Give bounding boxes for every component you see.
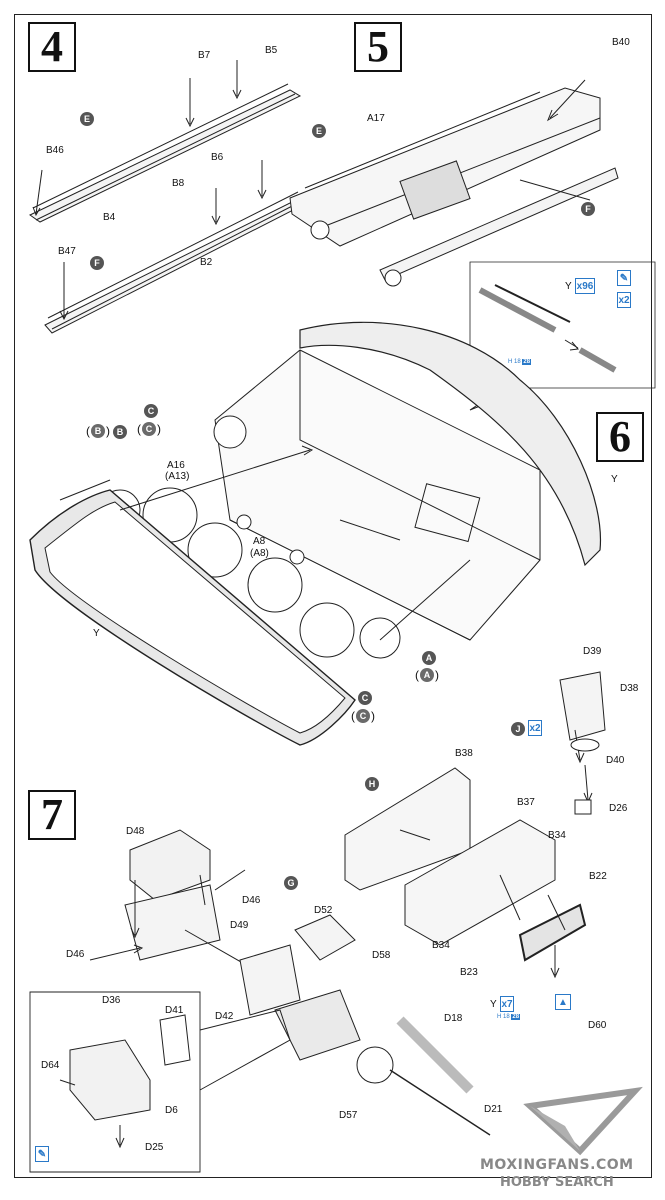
label-D25: D25 [145, 1142, 164, 1153]
label-D42: D42 [215, 1011, 234, 1022]
label-B2: B2 [200, 257, 213, 268]
label-A16: A16 [167, 460, 185, 471]
watermark-logo-icon [523, 1086, 643, 1156]
label-D26: D26 [609, 803, 628, 814]
label-D46-right: D46 [242, 895, 261, 906]
tree-H-marker: H [365, 777, 379, 791]
label-B38: B38 [455, 748, 473, 759]
cement-icon: ✎ [617, 270, 631, 286]
label-Y-callout: Y [565, 281, 572, 292]
tree-J-marker: J [511, 722, 525, 736]
multiplier-x2-cement: x2 [617, 292, 631, 308]
tree-C-paren-2: (C) [351, 709, 375, 723]
step-6-box: 6 [596, 412, 644, 462]
watermark-subtext: HOBBY SEARCH [500, 1175, 614, 1190]
label-B37: B37 [517, 797, 535, 808]
label-D58: D58 [372, 950, 391, 961]
tree-A-marker: A [422, 651, 436, 665]
tree-C-marker: C [144, 404, 158, 418]
ref-tag-step6: H 18 28 [508, 359, 532, 365]
label-B34-left: B34 [432, 940, 450, 951]
label-Y-far-track: Y [611, 474, 618, 485]
tree-B-paren: (B) [86, 424, 110, 438]
label-D39: D39 [583, 646, 602, 657]
label-D38: D38 [620, 683, 639, 694]
page-frame [14, 14, 652, 1178]
tree-F-marker-2: F [581, 202, 595, 216]
label-D64: D64 [41, 1060, 60, 1071]
label-D18: D18 [444, 1013, 463, 1024]
label-A13: (A13) [165, 471, 190, 482]
multiplier-x7: x7 [500, 996, 514, 1012]
tree-B-marker-paren: B [91, 424, 105, 438]
tree-E-marker: E [80, 112, 94, 126]
step-7-box: 7 [28, 790, 76, 840]
label-D21: D21 [484, 1104, 503, 1115]
tree-G-marker: G [284, 876, 298, 890]
label-D57: D57 [339, 1110, 358, 1121]
watermark-text: MOXINGFANS.COM [480, 1157, 634, 1173]
tree-F-marker: F [90, 256, 104, 270]
label-A8: A8 [253, 536, 266, 547]
tree-C-paren: (C) [137, 422, 161, 436]
label-D49: D49 [230, 920, 249, 931]
ref-tag-step7: H 18 28 [497, 1014, 521, 1020]
label-B8: B8 [172, 178, 185, 189]
label-A8-paren: (A8) [250, 548, 269, 559]
label-B40: B40 [612, 37, 630, 48]
tree-B-marker: B [113, 425, 127, 439]
label-B6: B6 [211, 152, 224, 163]
tree-C-marker-paren: C [142, 422, 156, 436]
multiplier-x96: x96 [575, 278, 595, 294]
label-D41: D41 [165, 1005, 184, 1016]
tree-E-marker-2: E [312, 124, 326, 138]
label-D6: D6 [165, 1105, 178, 1116]
glue-icon: ▲ [555, 994, 571, 1010]
step-4-box: 4 [28, 22, 76, 72]
label-A17: A17 [367, 113, 385, 124]
cement-icon-2: ✎ [35, 1146, 49, 1162]
label-Y-step7: Y [490, 999, 497, 1010]
label-B23: B23 [460, 967, 478, 978]
label-B46: B46 [46, 145, 64, 156]
tree-A-marker-paren: A [420, 668, 434, 682]
tree-A-paren: (A) [415, 668, 439, 682]
label-B22: B22 [589, 871, 607, 882]
label-D52: D52 [314, 905, 333, 916]
label-Y-near-track: Y [93, 628, 100, 639]
label-D46-left: D46 [66, 949, 85, 960]
label-D60: D60 [588, 1020, 607, 1031]
label-D48: D48 [126, 826, 145, 837]
label-B4: B4 [103, 212, 116, 223]
tree-C-marker-2: C [358, 691, 372, 705]
label-B34-right: B34 [548, 830, 566, 841]
label-D36: D36 [102, 995, 121, 1006]
label-D40: D40 [606, 755, 625, 766]
tree-C-marker-paren-2: C [356, 709, 370, 723]
label-B7: B7 [198, 50, 211, 61]
label-B47: B47 [58, 246, 76, 257]
multiplier-x2-J: x2 [528, 720, 542, 736]
step-5-box: 5 [354, 22, 402, 72]
label-B5: B5 [265, 45, 278, 56]
